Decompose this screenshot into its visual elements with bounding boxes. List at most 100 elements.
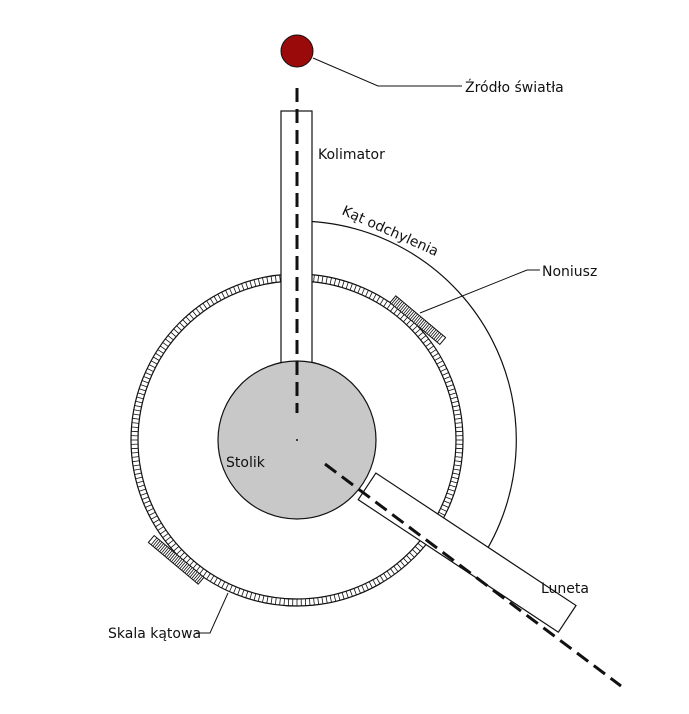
scale-tick: [390, 305, 395, 312]
scale-tick: [412, 325, 418, 331]
vernier-tick: [187, 568, 195, 577]
scale-tick: [345, 591, 349, 598]
scale-tick: [455, 426, 463, 428]
scale-tick: [241, 589, 245, 597]
scale-tick: [443, 376, 451, 380]
scale-tick: [257, 594, 261, 602]
stage-label: Stolik: [226, 455, 266, 471]
scale-tick: [145, 372, 152, 376]
vernier-tick: [419, 320, 427, 329]
vernier-tick: [436, 334, 444, 343]
scale-tick: [202, 302, 208, 310]
light-source: [280, 34, 314, 68]
scale-tick: [170, 542, 177, 549]
scale-tick: [221, 291, 226, 299]
scale-tick: [137, 484, 145, 488]
scale-tick: [414, 546, 421, 552]
scale-tick: [229, 585, 233, 592]
scale-tick: [206, 573, 211, 580]
scale-tick: [157, 349, 164, 354]
scale-tick: [453, 409, 461, 412]
scale-tick: [173, 546, 180, 552]
scale-tick: [368, 581, 373, 589]
scale-tick: [162, 533, 169, 538]
scale-tick: [317, 597, 320, 605]
scale-tick: [150, 360, 158, 365]
scale-tick: [137, 392, 145, 396]
vernier-tick: [408, 310, 415, 319]
scale-tick: [443, 500, 451, 504]
scale-tick: [257, 278, 261, 286]
vernier-tick: [152, 539, 159, 547]
scale-tick: [453, 464, 462, 467]
vernier-upper: [389, 295, 447, 346]
scale-tick: [372, 579, 377, 587]
scale-tick: [442, 504, 449, 508]
scale-tick: [440, 508, 448, 512]
scale-tick: [383, 573, 388, 580]
scale-tick: [148, 511, 156, 516]
scale-tick: [341, 592, 345, 600]
scale-tick: [279, 274, 281, 282]
collimator-label: Kolimator: [318, 147, 385, 163]
vernier-tick: [428, 327, 435, 336]
vernier-tick: [426, 326, 434, 334]
vernier-tick: [416, 318, 423, 326]
scale-tick: [455, 456, 463, 458]
scale-tick: [192, 310, 198, 317]
scale-tick: [131, 452, 139, 454]
scale-tick: [209, 298, 215, 305]
scale-tick: [365, 289, 369, 297]
vernier-tick: [184, 565, 191, 574]
scale-tick: [454, 460, 462, 463]
scale-tick: [442, 372, 449, 376]
vernier-tick: [396, 301, 403, 309]
scale-tick: [313, 274, 315, 282]
scale-tick: [134, 472, 142, 475]
scale-tick: [448, 488, 455, 492]
scale-tick: [159, 529, 167, 535]
scale-tick: [357, 586, 361, 594]
scale-tick: [420, 335, 427, 341]
scale-tick: [155, 352, 162, 358]
scale-tick: [217, 579, 222, 587]
scale-tick: [361, 288, 365, 295]
scale-tick: [368, 291, 373, 299]
scale-tick: [131, 422, 139, 424]
scale-tick: [165, 536, 172, 542]
scale-tick: [135, 400, 143, 404]
vernier-tick: [418, 319, 425, 327]
vernier-tick: [392, 298, 400, 306]
scale-tick: [262, 277, 265, 285]
vernier-tick: [159, 544, 166, 553]
scale-tick: [438, 511, 446, 516]
vernier-tick: [433, 332, 440, 340]
vernier-leader: [419, 269, 540, 314]
vernier-tick: [431, 330, 439, 339]
scale-tick: [396, 563, 402, 570]
scale-tick: [170, 331, 177, 338]
scale-tick: [146, 508, 154, 512]
scale-tick: [427, 345, 435, 351]
scale-tick: [325, 276, 328, 284]
vernier-tick: [409, 312, 417, 320]
scale-tick: [409, 552, 415, 558]
scale-tick: [379, 298, 385, 305]
scale-tick: [159, 345, 167, 351]
scale-tick: [155, 522, 162, 528]
vernier-tick: [391, 296, 398, 305]
scale-tick: [249, 592, 253, 600]
vernier-tick: [167, 551, 175, 560]
scale-tick: [379, 575, 385, 582]
vernier-tick: [157, 543, 164, 551]
vernier-tick: [194, 574, 202, 582]
vernier-tick: [166, 550, 173, 558]
scale-tick: [321, 596, 324, 605]
scale-tick: [270, 596, 273, 605]
telescope-label: Luneta: [541, 581, 589, 597]
scale-tick: [409, 322, 415, 328]
scale-tick: [133, 409, 141, 412]
scale-tick: [451, 476, 459, 480]
scale-tick: [449, 484, 457, 488]
scale-tick: [176, 325, 182, 331]
